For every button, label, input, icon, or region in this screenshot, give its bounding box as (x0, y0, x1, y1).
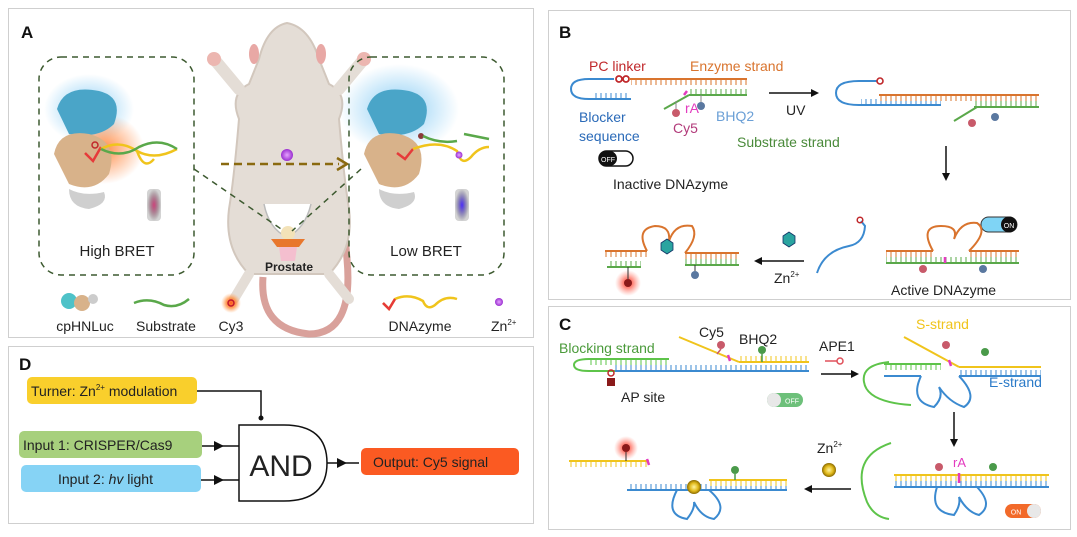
high-bret-box (38, 56, 195, 276)
legend-icons (61, 293, 503, 313)
input2-box (21, 465, 201, 492)
input1-box (19, 431, 202, 458)
prostate-organ (263, 203, 312, 261)
s-strand-label: S-strand (916, 316, 969, 332)
mouse-illustration (207, 21, 371, 338)
low-bret-box (348, 56, 505, 276)
protein-blue-domain (57, 89, 117, 136)
blocking-strand-label: Blocking strand (559, 340, 655, 356)
ape1-cleaved-complex (862, 336, 1041, 409)
legend-cy3: Cy3 (219, 318, 244, 334)
off-toggle-label: OFF (785, 399, 799, 406)
ape1-label: APE1 (819, 338, 855, 354)
ra-label: rA (685, 100, 700, 116)
e-strand-label: E-strand (989, 374, 1042, 390)
panel-b-illustration: PC linker Enzyme strand Blocker sequence… (569, 58, 1039, 298)
zinc-ion-icon (822, 463, 836, 477)
output-box (361, 448, 519, 475)
logic-wires (197, 390, 359, 485)
enzyme-strand-label: Enzyme strand (690, 58, 783, 74)
off-toggle: OFF (598, 150, 634, 167)
uv-arrow (769, 89, 819, 97)
cleaved-product (569, 436, 787, 521)
tube-blue-icon (455, 189, 469, 221)
bhq2-quencher-icon (697, 102, 705, 110)
active-dnazyme-complex (886, 221, 1019, 273)
zinc-ion-icon (782, 231, 796, 248)
blocker-label-line1: Blocker (579, 109, 626, 125)
high-bret-caption: High BRET (79, 243, 154, 260)
inactive-dnazyme-label: Inactive DNAzyme (613, 176, 728, 192)
panel-c-label: C (559, 315, 572, 334)
on-toggle: ON (1005, 504, 1041, 518)
substrate-strand-label: Substrate strand (737, 134, 840, 150)
turner-label: Turner: Zn2+ modulation (31, 383, 177, 399)
prostate-label: Prostate (265, 260, 313, 274)
panel-d: D Turner: Zn2+ modulation Input 1: CRISP… (8, 346, 534, 524)
off-toggle: OFF (767, 393, 803, 407)
legend-substrate: Substrate (136, 318, 196, 334)
pc-linker-label: PC linker (589, 58, 646, 74)
on-toggle-label: ON (1011, 510, 1022, 517)
bhq2-label: BHQ2 (739, 331, 777, 347)
bhq2-label: BHQ2 (716, 108, 754, 124)
panel-b: B PC linker Enzyme strand Blocker se (548, 10, 1071, 300)
panel-d-label: D (19, 355, 32, 374)
down-arrow (950, 412, 958, 447)
zinc-ion-icon (281, 149, 293, 161)
panel-c-illustration: Blocking strand Cy5 BHQ2 APE1 AP site S-… (559, 316, 1049, 521)
protein-tan-domain (54, 133, 112, 188)
transition-arrow (221, 156, 350, 172)
zn-arrow (804, 485, 851, 493)
blocker-label-line2: sequence (579, 128, 640, 144)
and-gate-label: AND (249, 450, 312, 483)
low-bret-caption: Low BRET (390, 243, 462, 260)
panel-a-illustration: High BRET Low BRET Prostate cpHNLuc Subs… (38, 21, 517, 338)
panel-b-label: B (559, 23, 572, 42)
cy5-label: Cy5 (699, 324, 724, 340)
input2-label: Input 2: hv light (58, 471, 153, 487)
ape1-arrow (821, 357, 859, 378)
legend-dnazyme: DNAzyme (388, 318, 451, 334)
zn-label: Zn2+ (774, 270, 800, 286)
legend-zn: Zn2+ (491, 318, 517, 334)
uv-label: UV (786, 102, 806, 118)
zn-label: Zn2+ (817, 440, 843, 456)
panel-d-logic-diagram: Turner: Zn2+ modulation Input 1: CRISPER… (19, 377, 519, 502)
legend-cphnluc: cpHNLuc (56, 318, 114, 334)
blocked-complex (572, 336, 809, 386)
uv-cleaved-complex (834, 77, 1039, 127)
active-dnazyme-label: Active DNAzyme (891, 282, 996, 298)
panel-c: C Blocking strand Cy5 BHQ2 APE1 AP site … (548, 306, 1071, 530)
ap-site-label: AP site (621, 389, 665, 405)
released-blocker-strand (816, 220, 867, 274)
tube-pink-icon (147, 189, 161, 221)
input1-label: Input 1: CRISPER/Cas9 (23, 437, 173, 453)
lock-icon (607, 378, 615, 386)
cy5-label: Cy5 (673, 120, 698, 136)
on-toggle-label: ON (1004, 223, 1015, 230)
mouse-tail (259, 188, 352, 338)
on-toggle: ON (980, 216, 1018, 233)
active-complex (860, 442, 1049, 520)
inactive-dnazyme-complex (569, 75, 747, 117)
down-arrow (942, 146, 950, 181)
cleaved-product (605, 224, 739, 296)
output-label: Output: Cy5 signal (373, 454, 488, 470)
low-bret-complex (339, 64, 490, 221)
turner-box (27, 377, 197, 404)
cy5-dye-icon (672, 109, 680, 117)
ra-label: rA (953, 455, 966, 470)
and-gate (238, 424, 328, 502)
zn-arrow (754, 257, 804, 265)
panel-a: A (8, 8, 534, 338)
off-toggle-label: OFF (601, 157, 615, 164)
cy3-dye-icon (91, 141, 99, 149)
high-bret-complex (44, 74, 178, 221)
panel-a-label: A (21, 23, 34, 42)
